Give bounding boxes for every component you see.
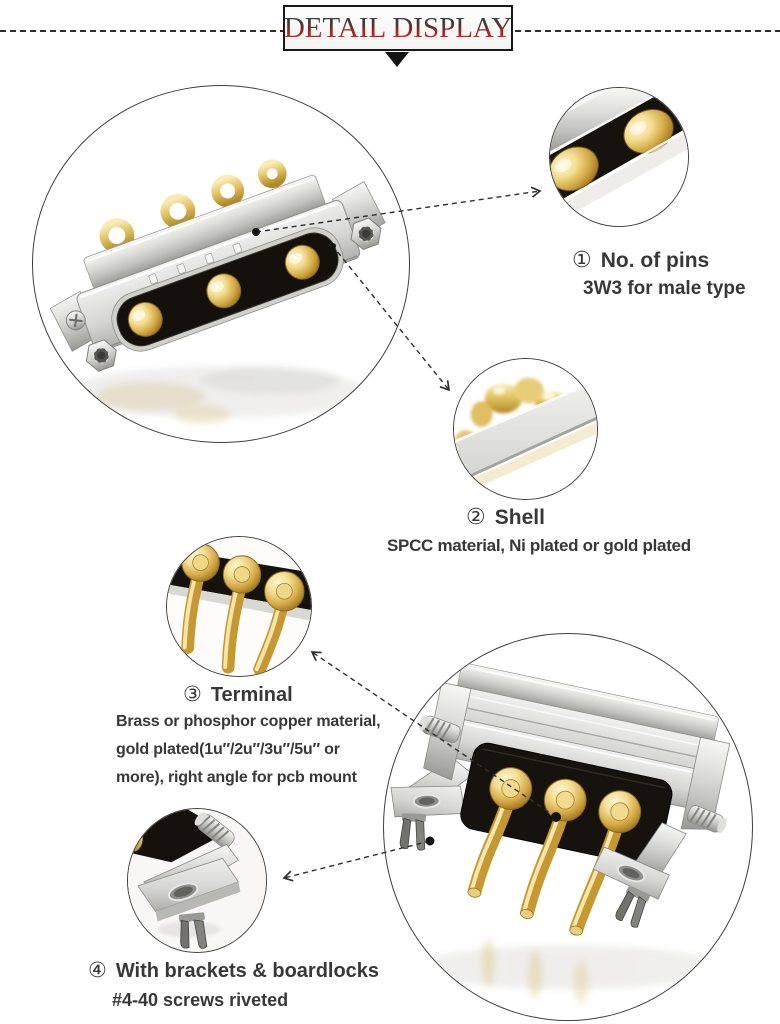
header-dashed-divider-right	[515, 30, 780, 32]
shell-detail-circle	[453, 358, 598, 500]
boardlock-prongs	[178, 912, 208, 949]
callout-pins-title-label: No. of pins	[600, 249, 710, 272]
boardlock-closeup-illustration	[128, 809, 266, 952]
screw-closeup	[194, 812, 235, 848]
connector-shadow	[67, 366, 367, 425]
terminal-bases	[181, 543, 305, 612]
detail-display-title-box: DETAIL DISPLAY	[283, 5, 513, 51]
main-connector-photo-circle	[32, 85, 410, 443]
hex-standoff-left	[85, 339, 117, 372]
terminal-closeup-illustration	[167, 537, 311, 676]
connector-body	[390, 662, 731, 936]
pins-closeup-illustration	[550, 88, 688, 226]
callout-terminal-desc: Brass or phosphor copper material, gold …	[116, 708, 381, 792]
bracket-hole	[167, 882, 199, 902]
callout-terminal-title-label: Terminal	[210, 684, 293, 706]
callout-pins-title: ① No. of pins	[572, 247, 709, 273]
gold-pins	[127, 244, 320, 337]
callout-terminal-desc-line1: Brass or phosphor copper material,	[116, 713, 381, 730]
callout-shell-title-label: Shell	[494, 506, 545, 529]
callout-terminal-desc-line2: gold plated(1u″/2u″/3u″/5u″ or	[116, 741, 340, 758]
connector-body	[49, 159, 386, 372]
pins-detail-circle	[549, 87, 689, 227]
connector-3w3-straight-illustration	[49, 159, 386, 425]
terminal-detail-circle	[166, 536, 312, 677]
screw-right	[686, 805, 727, 834]
boardlock-right	[615, 886, 650, 928]
callout-pins-desc: 3W3 for male type	[583, 278, 746, 299]
callout-shell-desc: SPCC material, Ni plated or gold plated	[387, 536, 691, 555]
page-title: DETAIL DISPLAY	[283, 11, 513, 44]
callout-brackets-title-label: With brackets & boardlocks	[115, 960, 380, 982]
callout-terminal-number: ③	[183, 683, 202, 706]
stamped-pin-marks	[148, 242, 243, 285]
header-dashed-divider-left	[0, 30, 283, 32]
connector-3w3-right-angle-illustration	[390, 662, 731, 1005]
callout-shell-number: ②	[466, 504, 486, 529]
right-angle-connector-photo-circle	[383, 633, 753, 1021]
callout-terminal-title: ③ Terminal	[183, 682, 293, 707]
connector-shadow	[416, 938, 720, 1005]
callout-brackets-number: ④	[88, 959, 107, 982]
callout-brackets-desc: #4-40 screws riveted	[112, 990, 289, 1010]
triangle-down-icon	[385, 52, 409, 67]
boardlock-left	[399, 813, 426, 851]
callout-pins-number: ①	[572, 247, 592, 272]
callout-brackets-title: ④ With brackets & boardlocks	[88, 958, 379, 983]
boardlock-detail-circle	[127, 808, 267, 953]
callout-shell-title: ② Shell	[466, 504, 545, 530]
flange-screw-head	[65, 310, 86, 331]
shell-closeup-illustration	[454, 359, 597, 499]
shell-metal-band	[454, 380, 597, 484]
callout-terminal-desc-line3: more), right angle for pcb mount	[116, 769, 357, 786]
